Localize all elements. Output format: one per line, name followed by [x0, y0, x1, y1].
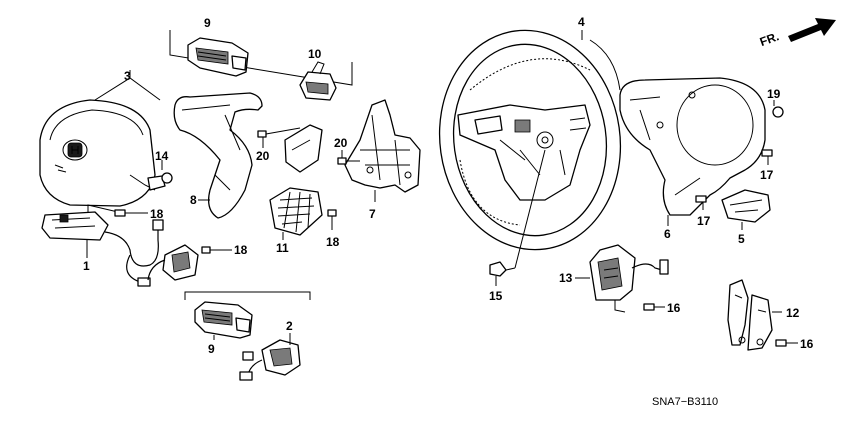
part-9-switch-bezel-bottom — [194, 301, 253, 339]
callout-17-lower: 17 — [697, 214, 711, 228]
callout-5: 5 — [738, 232, 745, 246]
part-5-clip — [721, 189, 771, 223]
callout-3: 3 — [124, 69, 131, 83]
part-20-screw-middle — [337, 150, 360, 165]
part-3-airbag-module — [39, 99, 166, 207]
callout-14: 14 — [155, 149, 169, 163]
part-4-steering-wheel — [438, 29, 622, 251]
part-6-rear-cover — [619, 77, 766, 216]
part-8-lower-cover — [173, 92, 263, 219]
part-19-screw — [772, 100, 784, 118]
part-10-switch — [299, 61, 337, 101]
callout-18-left: 18 — [150, 207, 164, 221]
part-1-left-switch — [41, 204, 164, 287]
callout-11: 11 — [276, 241, 289, 255]
part-12-paddle-switch — [727, 279, 773, 351]
callout-16-middle: 16 — [667, 301, 681, 315]
callout-9-top: 9 — [204, 16, 211, 30]
callout-13: 13 — [559, 271, 573, 285]
callout-12: 12 — [786, 306, 800, 320]
callout-labels: 1 2 3 4 5 6 7 8 9 9 10 11 12 13 14 15 16… — [83, 15, 814, 356]
callout-4: 4 — [578, 15, 585, 29]
callout-9-bottom: 9 — [208, 342, 215, 356]
part-9-switch-bezel-top — [187, 37, 249, 77]
callout-20-middle: 20 — [334, 136, 348, 150]
callout-15: 15 — [489, 289, 503, 303]
part-2-switch-assembly-lower — [239, 339, 301, 381]
group-bracket-top — [169, 30, 353, 86]
callout-7: 7 — [369, 207, 376, 221]
callout-19: 19 — [767, 87, 781, 101]
callout-10: 10 — [308, 47, 322, 61]
part-16-screw-middle — [643, 303, 665, 311]
callout-16-right: 16 — [800, 337, 814, 351]
callout-1: 1 — [83, 259, 90, 273]
front-arrow-icon — [788, 18, 836, 42]
part-18-screw-left — [114, 209, 148, 217]
group-bracket-bottom — [184, 291, 311, 300]
callout-8: 8 — [190, 193, 197, 207]
diagram-code: SNA7−B3110 — [652, 396, 718, 408]
part-bracket-small — [284, 124, 323, 173]
direction-label: FR. — [758, 29, 781, 49]
part-2-switch-assembly-upper — [147, 244, 199, 281]
front-direction-indicator: FR. — [758, 18, 836, 49]
callout-17-upper: 17 — [760, 168, 774, 182]
part-20-screw-left — [257, 127, 301, 148]
part-18-screw-right — [327, 209, 337, 230]
part-17-screw-upper — [761, 149, 773, 165]
callout-6: 6 — [664, 227, 671, 241]
callout-2: 2 — [286, 319, 293, 333]
callout-18-middle: 18 — [234, 243, 248, 257]
part-15-bolt — [489, 149, 546, 286]
part-11-grille — [269, 187, 323, 236]
part-18-screw-middle — [201, 246, 232, 254]
callout-20-left: 20 — [256, 149, 270, 163]
callout-18-right: 18 — [326, 235, 340, 249]
part-14-bolt — [161, 160, 173, 184]
part-7-switch-bracket — [344, 99, 421, 193]
part-17-screw-lower — [695, 195, 707, 210]
part-13-paddle-switch — [589, 244, 669, 313]
part-16-screw-right — [775, 339, 798, 347]
